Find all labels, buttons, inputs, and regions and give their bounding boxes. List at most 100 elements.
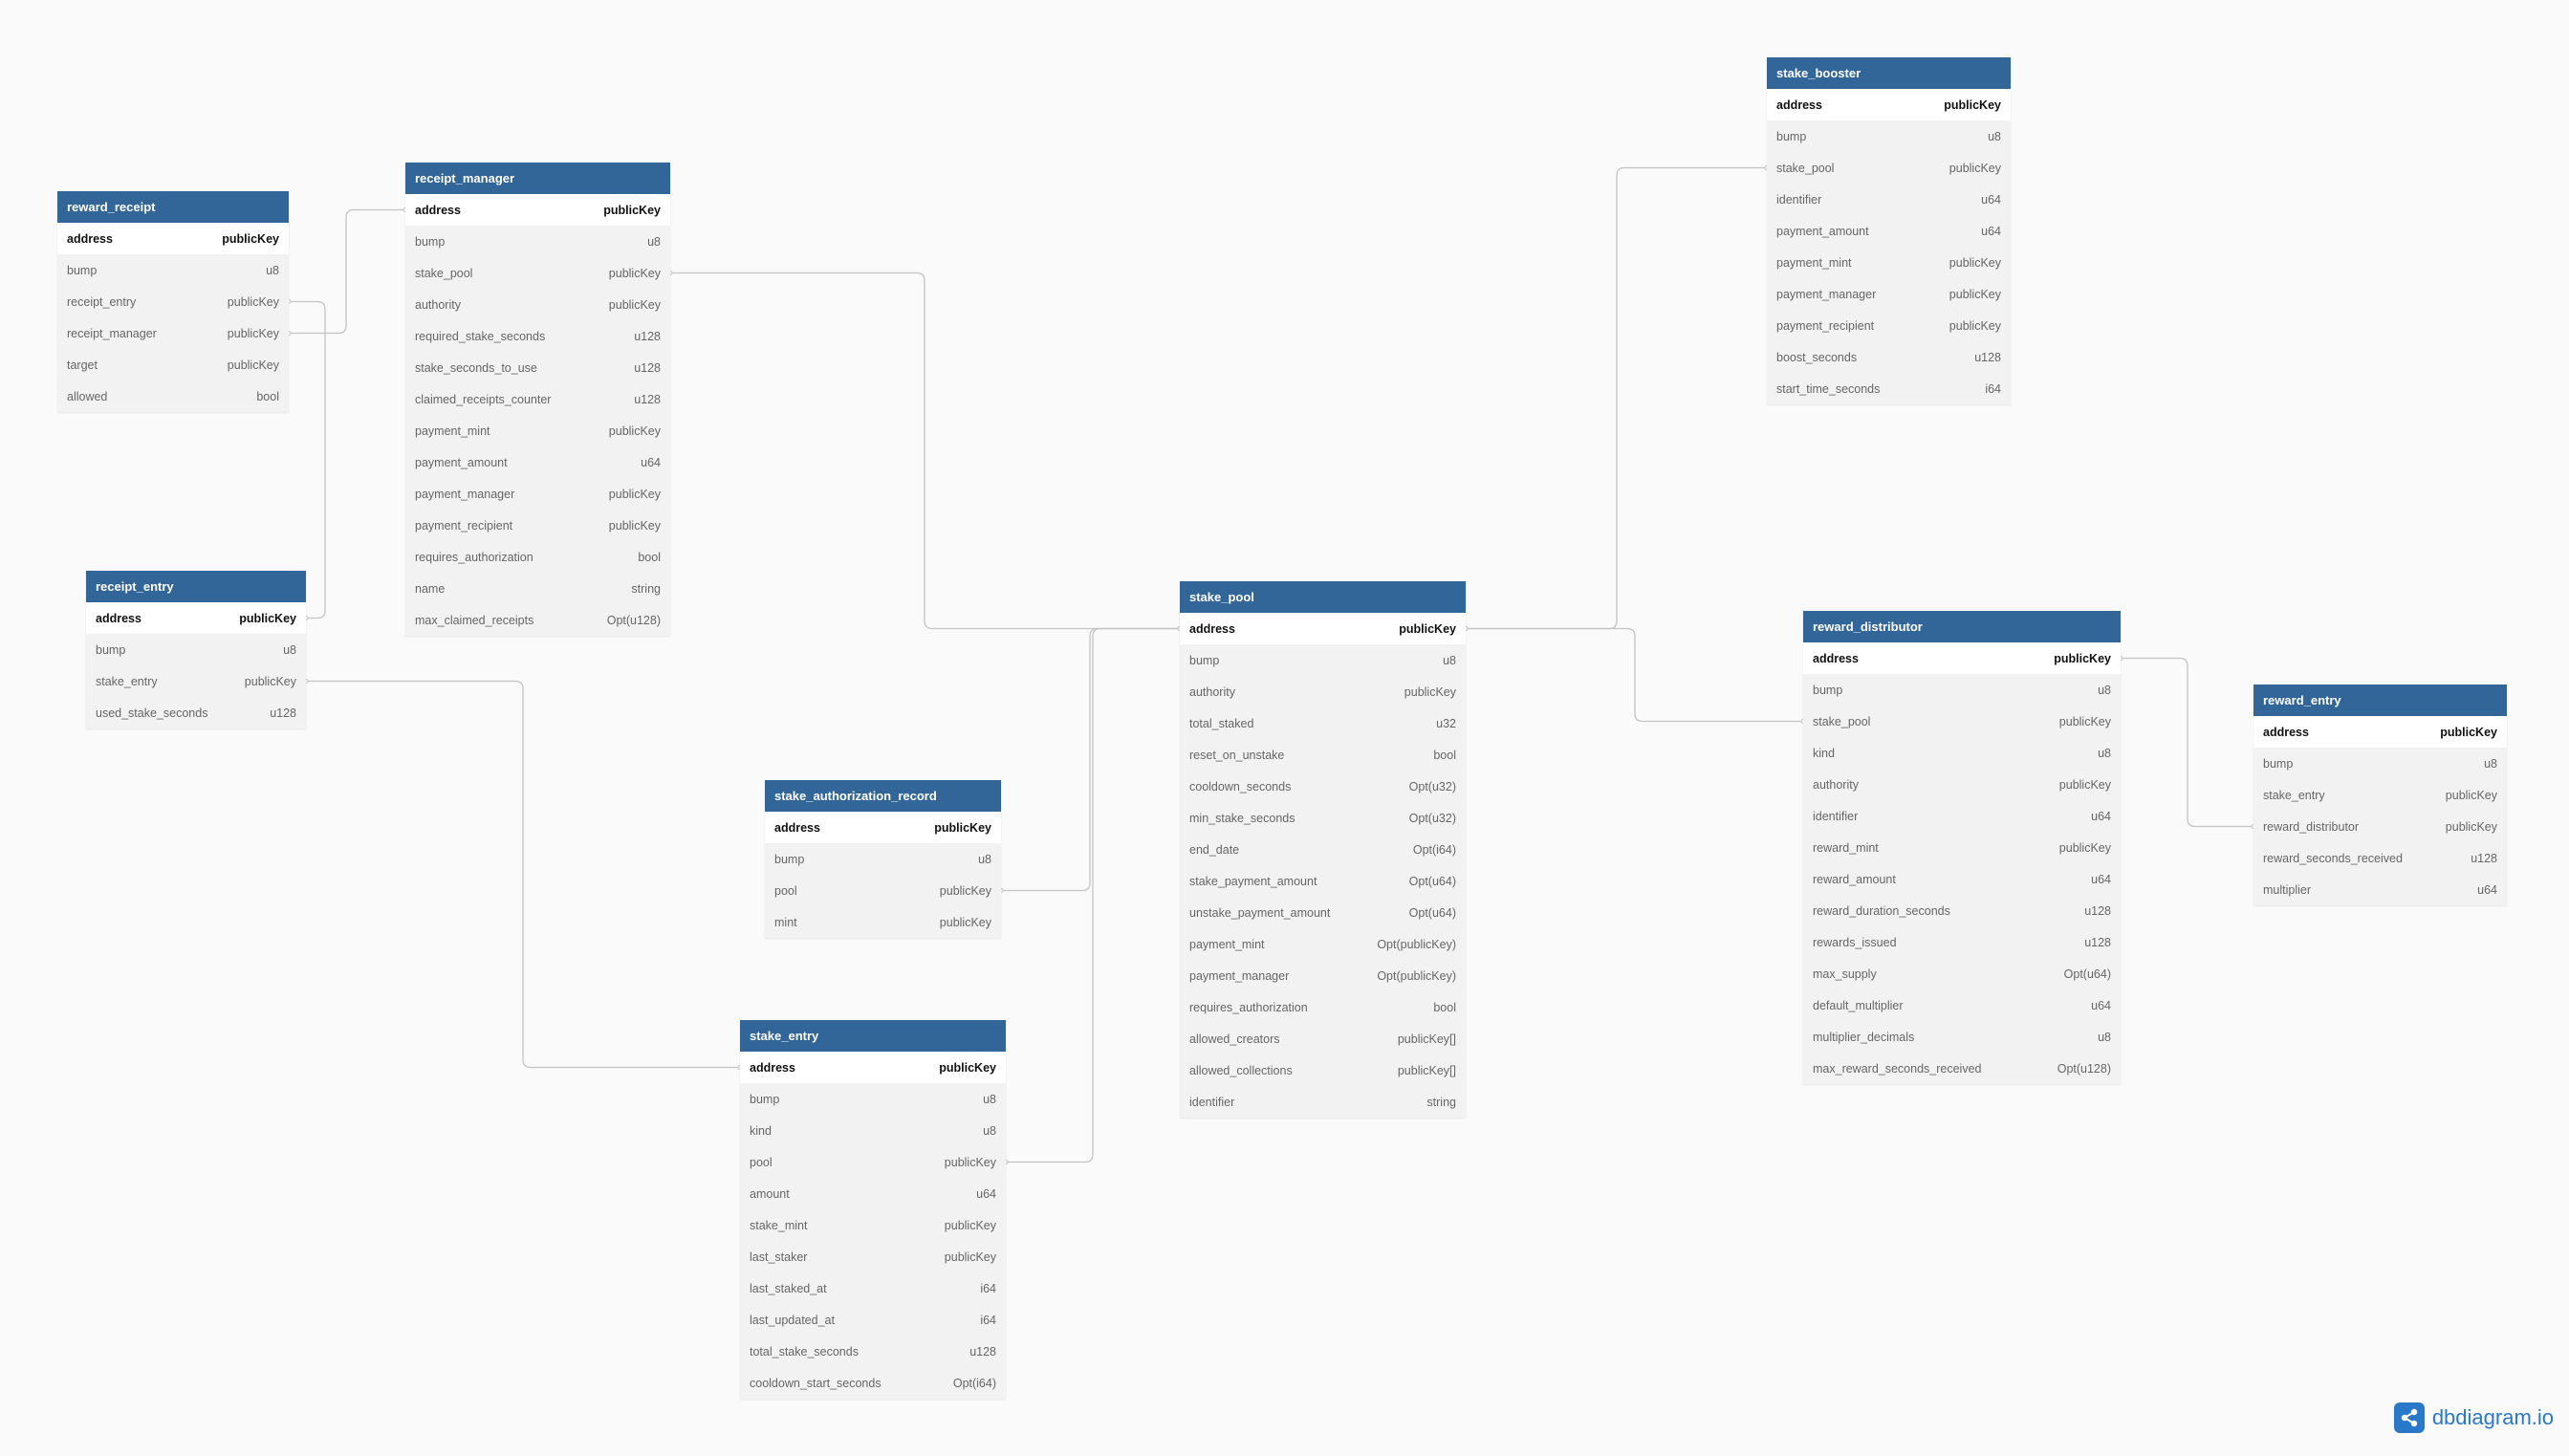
relation-line[interactable]: [1006, 627, 1180, 1163]
relation-line[interactable]: [306, 680, 740, 1069]
relation-line[interactable]: [1466, 627, 1803, 723]
table-header[interactable]: receipt_manager: [405, 163, 670, 194]
table-header[interactable]: stake_entry: [740, 1020, 1006, 1052]
relation-line[interactable]: [1466, 166, 1767, 630]
table-header[interactable]: stake_authorization_record: [765, 780, 1001, 812]
table-header[interactable]: reward_receipt: [57, 191, 289, 223]
table-header[interactable]: stake_booster: [1767, 57, 2011, 89]
table-header[interactable]: reward_distributor: [1803, 611, 2121, 642]
table-header[interactable]: stake_pool: [1180, 581, 1466, 613]
table-header[interactable]: reward_entry: [2253, 685, 2507, 716]
table-header[interactable]: receipt_entry: [86, 571, 306, 602]
brand[interactable]: dbdiagram.io: [2393, 1402, 2554, 1433]
relation-line[interactable]: [670, 272, 1180, 630]
relation-line[interactable]: [2121, 657, 2253, 828]
relation-line[interactable]: [1001, 627, 1180, 892]
